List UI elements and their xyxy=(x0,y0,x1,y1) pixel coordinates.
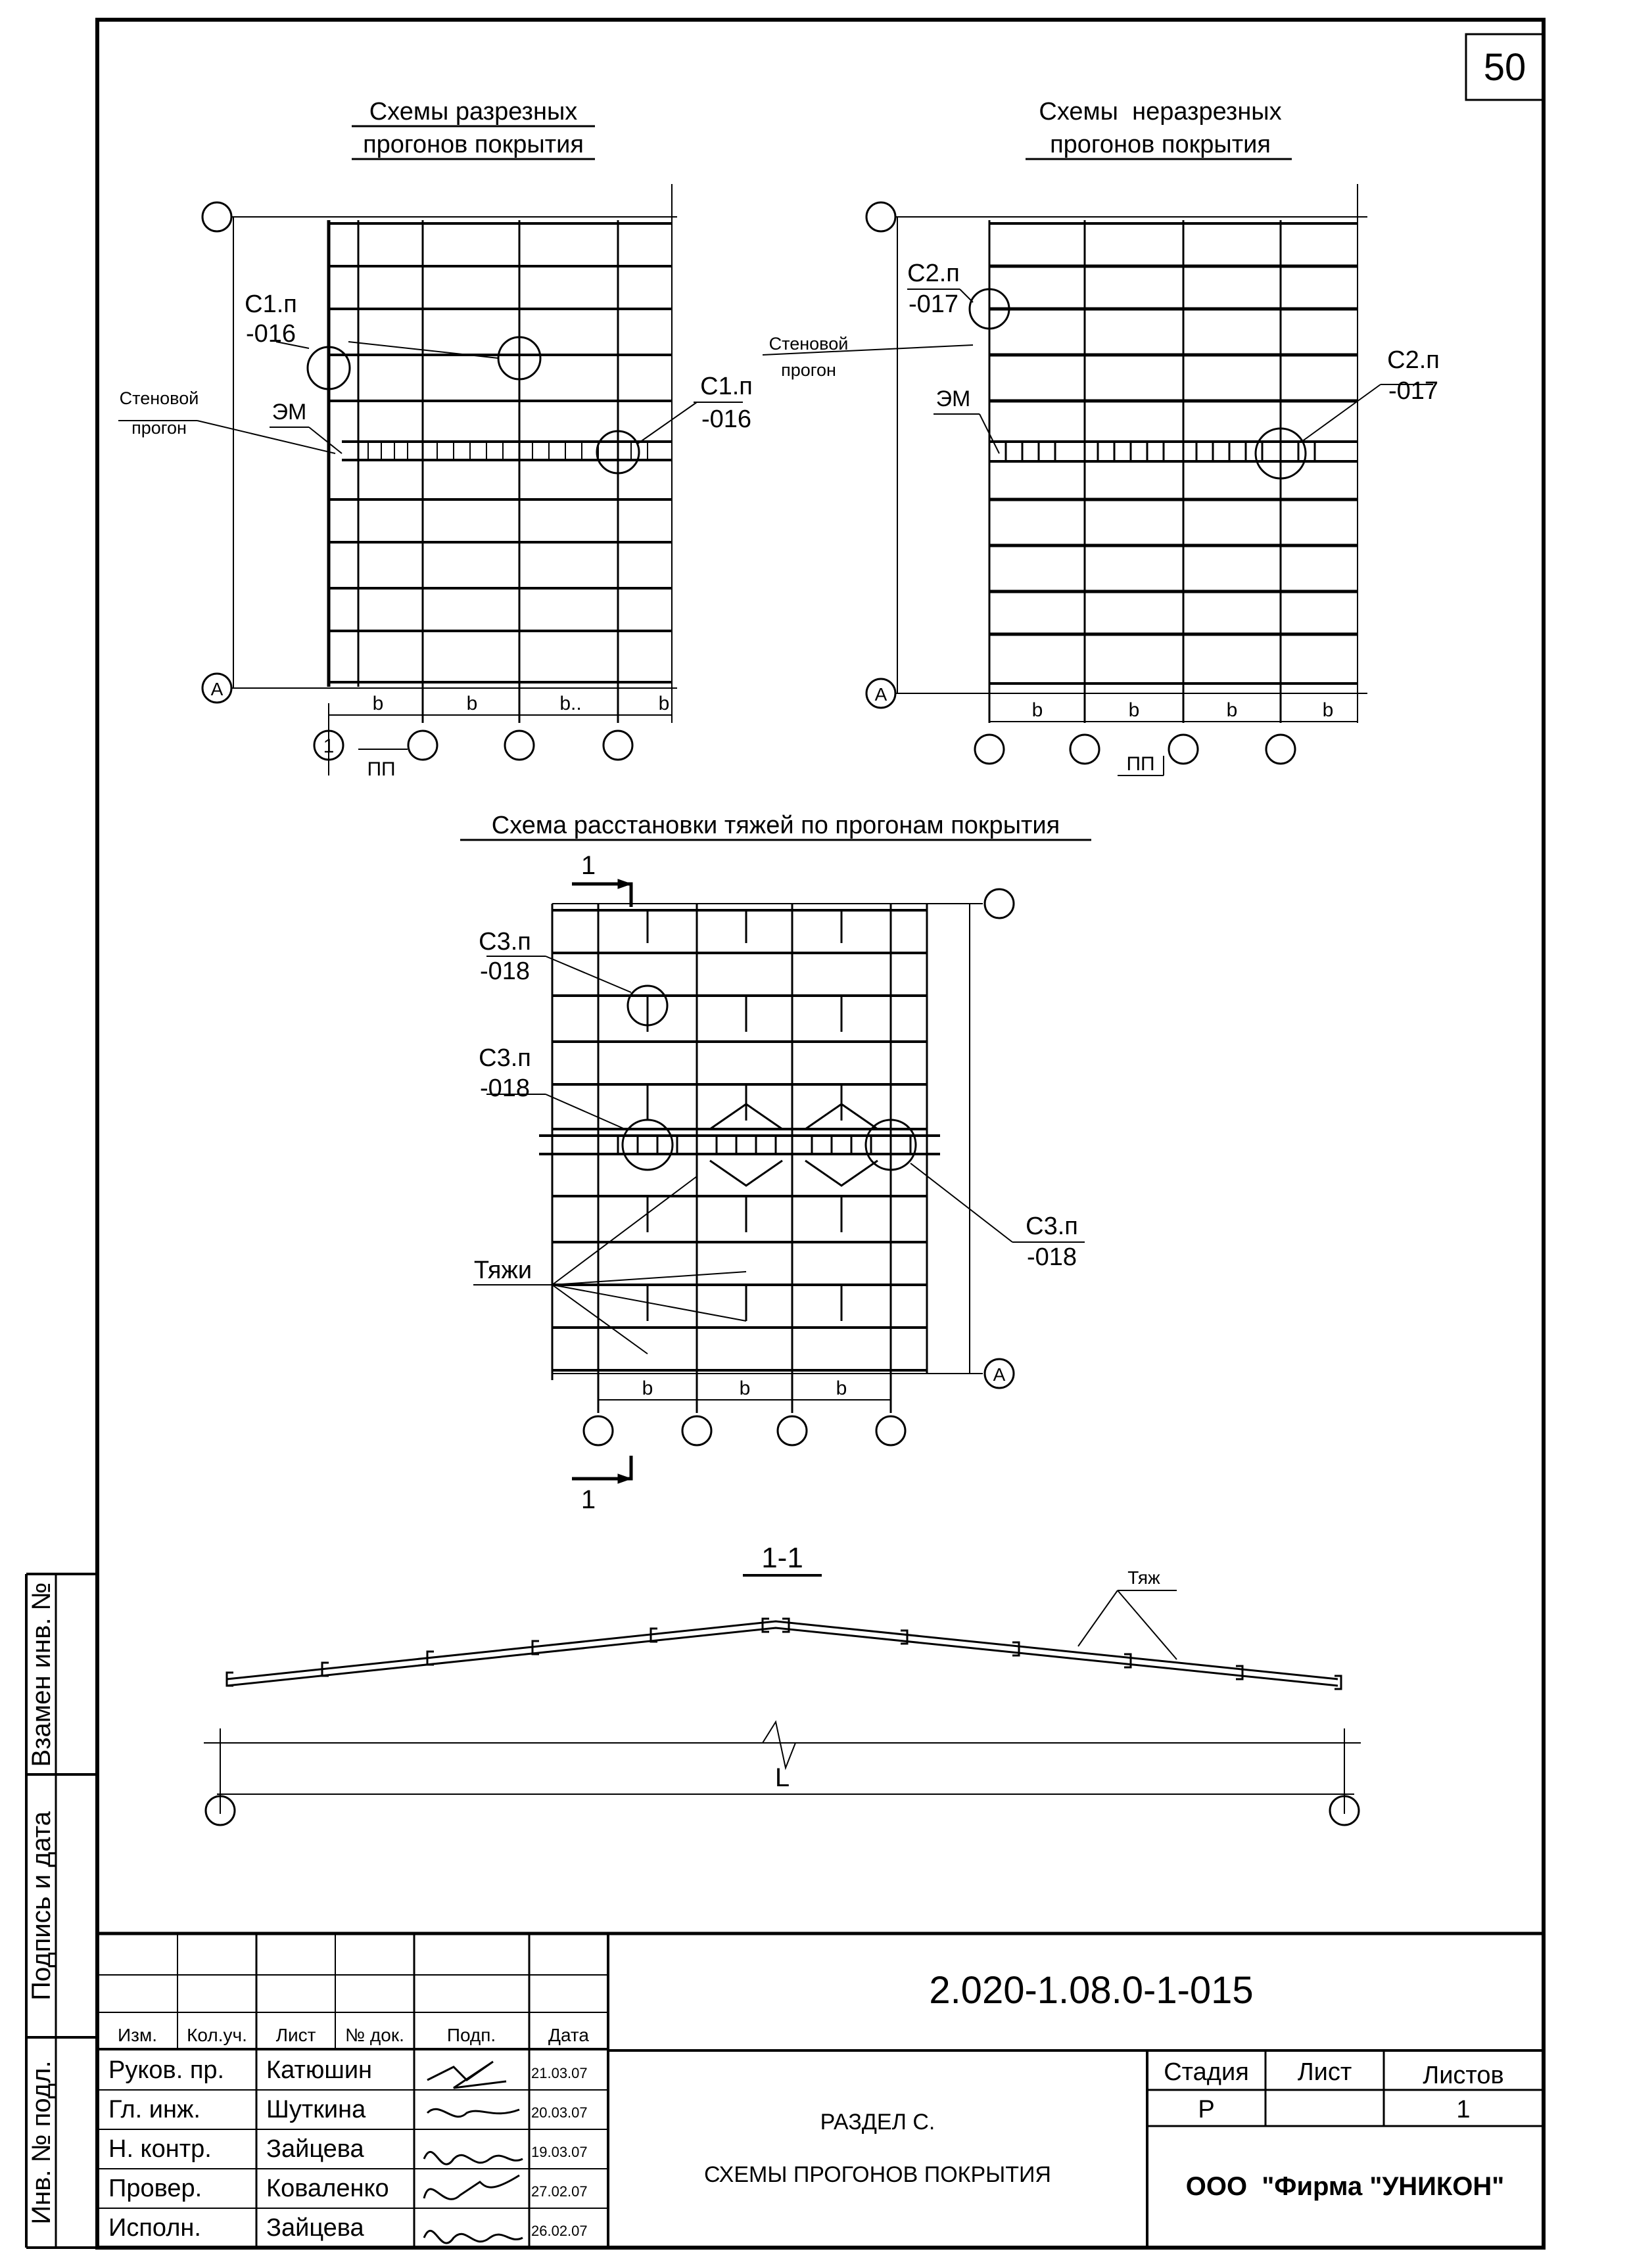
rods-callout-right-line1: С3.п xyxy=(1026,1213,1078,1240)
cont-pp-label: ПП xyxy=(1126,753,1154,775)
split-dim-4: b xyxy=(659,693,670,714)
header-kol-uch: Кол.уч. xyxy=(187,2025,247,2045)
split-dim-1: b xyxy=(373,693,384,714)
header-date: Дата xyxy=(548,2025,589,2045)
header-izm: Изм. xyxy=(118,2025,157,2045)
cont-dim-4: b xyxy=(1323,699,1334,721)
role-3: Н. контр. xyxy=(108,2135,212,2163)
split-pp-label: ПП xyxy=(367,758,395,780)
rods-callout-right-line2: -018 xyxy=(1027,1243,1077,1271)
rods-title: Схема расстановки тяжей по прогонам покр… xyxy=(492,812,1060,839)
split-dim-3: b.. xyxy=(559,693,581,714)
sheets-value: 1 xyxy=(1456,2096,1470,2123)
side-stamps: Взамен инв. № Подпись и дата Инв. № подл… xyxy=(27,1582,56,2224)
rods-label: Тяжи xyxy=(474,1257,532,1284)
cont-title-line1: Схемы неразрезных xyxy=(1039,98,1281,126)
split-callout-left-line2: -016 xyxy=(246,320,296,348)
cont-dim-1: b xyxy=(1032,699,1043,721)
rods-layout-scheme: Схема расстановки тяжей по прогонам покр… xyxy=(460,812,1091,1514)
company-name: ООО "Фирма "УНИКОН" xyxy=(1186,2172,1504,2201)
split-title-line1: Схемы разрезных xyxy=(369,98,578,126)
continuous-purlins-scheme: Схемы неразрезных прогонов покрытия xyxy=(762,98,1440,776)
role-5: Исполн. xyxy=(108,2214,201,2242)
section-rod-label: Тяж xyxy=(1127,1567,1160,1588)
rods-dim-1: b xyxy=(642,1377,653,1399)
rods-section-mark-bottom: 1 xyxy=(581,1485,596,1514)
split-callout-left-line1: С1.п xyxy=(245,290,297,318)
sheets-header: Листов xyxy=(1423,2062,1503,2089)
stamp-signature-date: Подпись и дата xyxy=(27,1811,56,2000)
cont-axis-a: А xyxy=(875,684,887,705)
date-1: 21.03.07 xyxy=(531,2065,588,2081)
cont-wall-purlin-line1: Стеновой xyxy=(769,334,849,354)
split-title-line2: прогонов покрытия xyxy=(363,131,584,158)
cont-callout-left-line2: -017 xyxy=(909,290,958,318)
role-4: Провер. xyxy=(108,2175,202,2202)
signatures xyxy=(423,2060,523,2244)
rods-callout-mid-line2: -018 xyxy=(480,1075,530,1102)
rods-dim-3: b xyxy=(836,1377,847,1399)
header-podp: Подп. xyxy=(447,2025,496,2045)
stage-value: Р xyxy=(1198,2096,1214,2123)
name-3: Зайцева xyxy=(266,2135,365,2163)
rods-callout-top-line1: С3.п xyxy=(479,928,531,956)
role-1: Руков. пр. xyxy=(108,2056,224,2084)
split-axis-a: А xyxy=(211,679,224,699)
name-1: Катюшин xyxy=(266,2056,372,2084)
split-purlins-scheme: Схемы разрезных прогонов покрытия xyxy=(118,98,753,780)
cont-callout-right-line2: -017 xyxy=(1388,377,1438,405)
section-name-line2: СХЕМЫ ПРОГОНОВ ПОКРЫТИЯ xyxy=(704,2162,1051,2187)
split-callout-right-line1: С1.п xyxy=(700,373,753,400)
sheet-number: 50 xyxy=(1484,46,1526,89)
cont-wall-purlin-line2: прогон xyxy=(781,360,836,380)
title-block: 2.020-1.08.0-1-015 Изм. Кол.уч. Лист № д… xyxy=(97,1932,1544,2248)
name-5: Зайцева xyxy=(266,2214,365,2242)
cont-title-line2: прогонов покрытия xyxy=(1050,131,1271,158)
name-4: Коваленко xyxy=(266,2175,389,2202)
date-4: 27.02.07 xyxy=(531,2183,588,2200)
split-wall-purlin-line2: прогон xyxy=(131,418,187,438)
split-dim-2: b xyxy=(467,693,478,714)
signature-rows: Руков. пр. Катюшин 21.03.07 Гл. инж. Шут… xyxy=(108,2056,588,2242)
split-callout-right-line2: -016 xyxy=(701,405,751,433)
section-title: 1-1 xyxy=(761,1542,803,1574)
rods-section-mark-top: 1 xyxy=(581,851,596,880)
role-2: Гл. инж. xyxy=(108,2096,201,2123)
date-2: 20.03.07 xyxy=(531,2104,588,2121)
section-span-label: L xyxy=(775,1763,790,1792)
section-1-1: 1-1 Тяж L xyxy=(204,1542,1361,1826)
cont-callout-right-line1: С2.п xyxy=(1387,346,1440,374)
sheet-header: Лист xyxy=(1298,2058,1352,2086)
date-3: 19.03.07 xyxy=(531,2144,588,2160)
header-list: Лист xyxy=(276,2025,316,2045)
stamp-inv-original: Инв. № подл. xyxy=(27,2060,56,2224)
rods-axis-a: А xyxy=(993,1364,1006,1385)
doc-code: 2.020-1.08.0-1-015 xyxy=(929,1969,1253,2012)
sheet-frame xyxy=(25,18,1546,2250)
split-em-label: ЭМ xyxy=(272,400,307,425)
rods-callout-mid-line1: С3.п xyxy=(479,1044,531,1072)
cont-callout-left-line1: С2.п xyxy=(907,260,960,287)
stamp-replaces-inv: Взамен инв. № xyxy=(27,1582,56,1767)
cont-dim-3: b xyxy=(1227,699,1238,721)
date-5: 26.02.07 xyxy=(531,2223,588,2239)
name-2: Шуткина xyxy=(266,2096,366,2123)
split-axis-1: 1 xyxy=(323,735,335,757)
cont-em-label: ЭМ xyxy=(936,386,971,411)
rods-callout-top-line2: -018 xyxy=(480,958,530,985)
cont-dim-2: b xyxy=(1129,699,1140,721)
header-doc-no: № док. xyxy=(345,2025,404,2045)
split-wall-purlin-line1: Стеновой xyxy=(120,388,199,408)
section-name-line1: РАЗДЕЛ С. xyxy=(820,2110,935,2135)
stage-header: Стадия xyxy=(1164,2058,1249,2086)
rods-dim-2: b xyxy=(740,1377,751,1399)
